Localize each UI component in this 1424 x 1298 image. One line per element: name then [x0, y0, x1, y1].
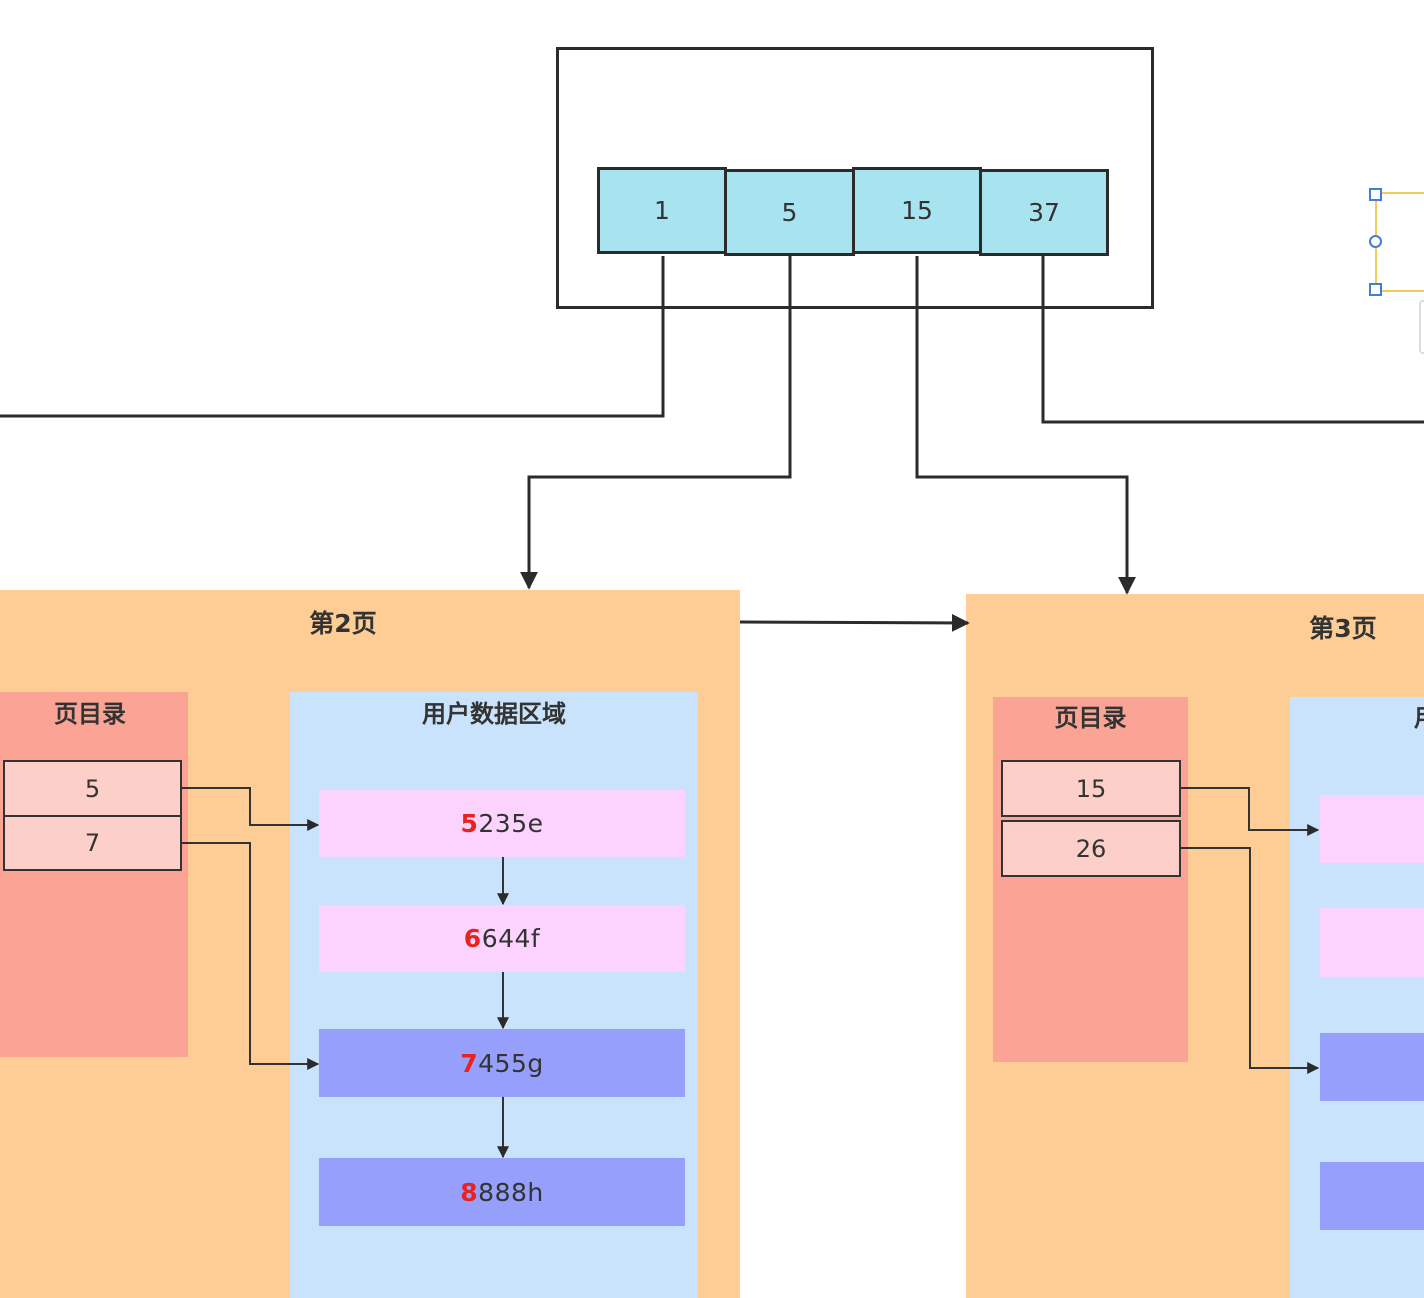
resize-handle[interactable] [1369, 188, 1382, 201]
record-rest: 644f [481, 924, 541, 953]
page-2-title: 第2页 [309, 609, 377, 638]
record-key: 5 [460, 809, 479, 838]
record-key: 7 [460, 1048, 479, 1078]
resize-handle[interactable] [1369, 235, 1382, 248]
root-key-cell: 1 [597, 167, 727, 254]
page-3-user-data-area-title: 用 [1414, 698, 1424, 733]
directory-slot: 7 [3, 815, 182, 871]
record-rest: 455g [478, 1048, 544, 1078]
record-row [1320, 1162, 1424, 1230]
record-rest: 235e [478, 809, 544, 838]
directory-slot: 15 [1001, 760, 1181, 817]
page-3-directory [993, 697, 1188, 1062]
root-key-cell: 15 [852, 167, 982, 254]
root-index-node [556, 47, 1154, 309]
record-row [1320, 908, 1424, 977]
record-row [1320, 795, 1424, 863]
page-2-directory [0, 692, 188, 1057]
directory-slot: 5 [3, 760, 182, 817]
root-key-cell: 37 [979, 169, 1109, 256]
root-key-cell: 5 [724, 169, 855, 256]
toolbar-edge [1419, 300, 1424, 354]
page-link-arrow [739, 613, 970, 632]
page-2-user-data-area-title: 用户数据区域 [422, 700, 566, 728]
page-3-directory-title: 页目录 [1054, 704, 1127, 732]
directory-slot: 26 [1001, 820, 1181, 877]
record-rest: 888h [478, 1177, 544, 1207]
page-2-directory-title: 页目录 [54, 700, 126, 728]
selected-shape-outline[interactable] [1375, 192, 1424, 292]
resize-handle[interactable] [1369, 283, 1382, 296]
record-key: 6 [463, 924, 482, 953]
record-row [1320, 1033, 1424, 1101]
page-3-title: 第3页 [1309, 614, 1377, 643]
record-key: 8 [460, 1177, 479, 1207]
